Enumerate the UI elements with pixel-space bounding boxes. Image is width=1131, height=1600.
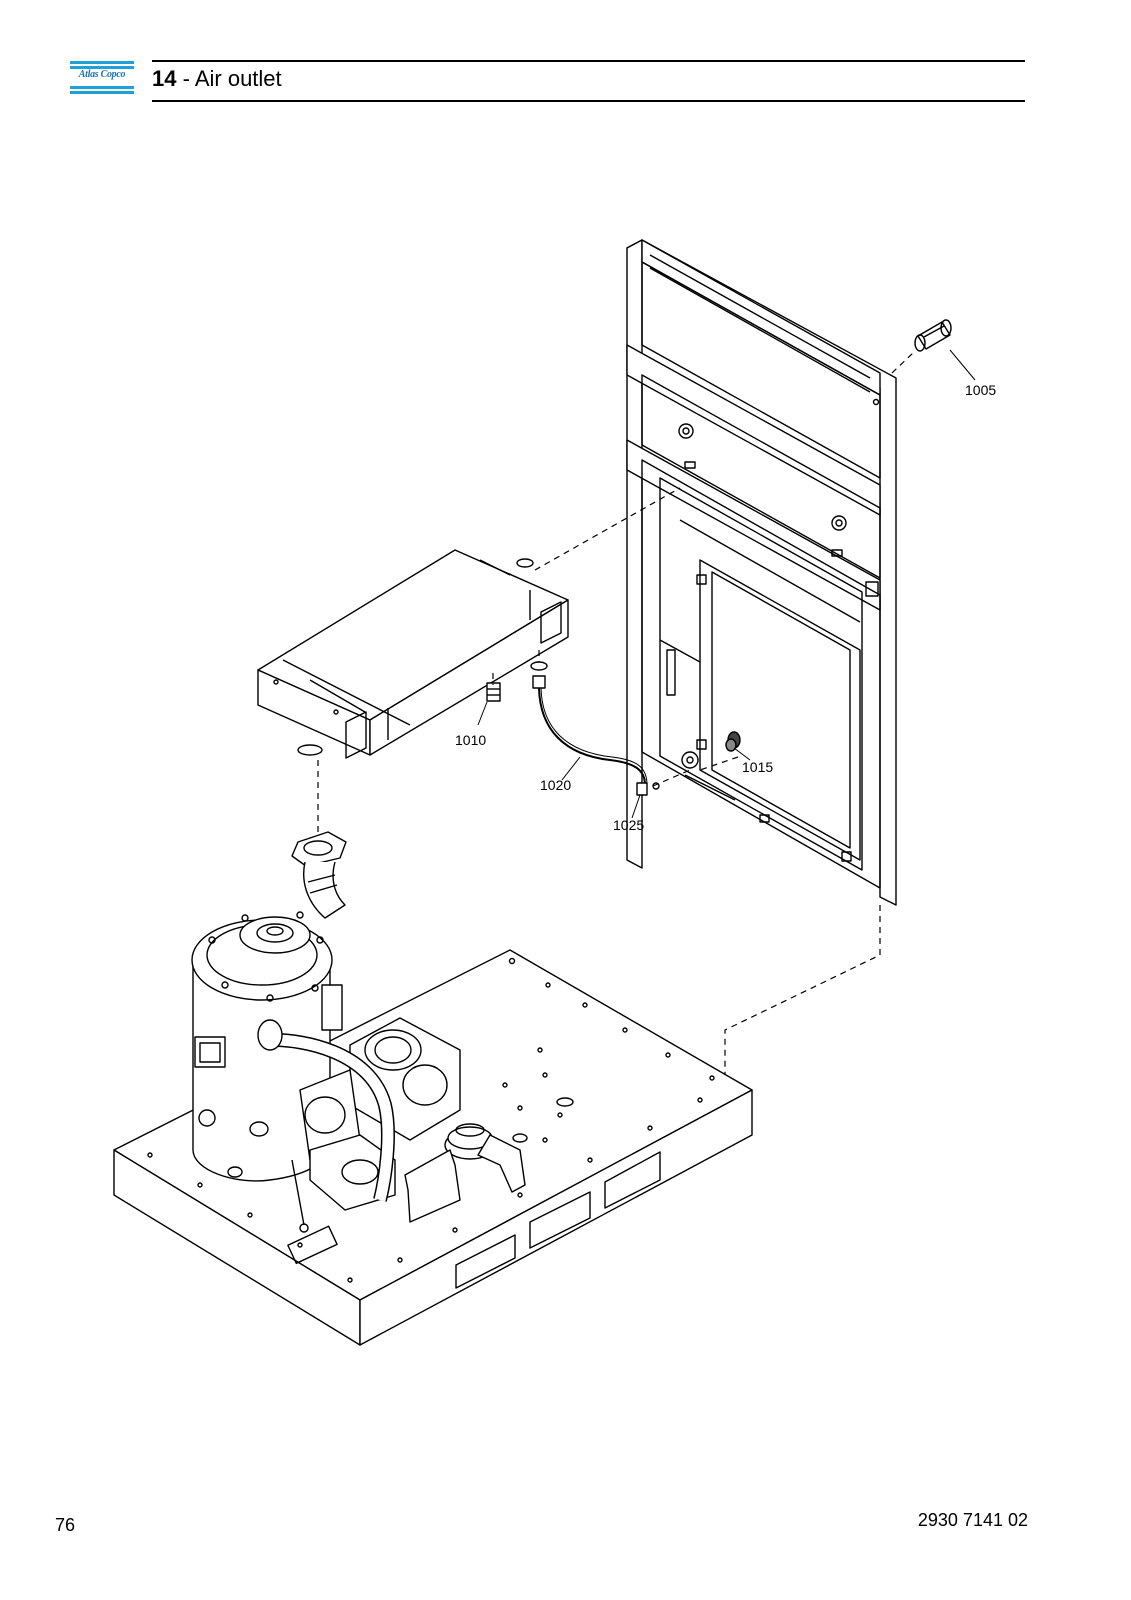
logo-wordmark: Atlas Copco bbox=[78, 69, 126, 80]
callout-1010: 1010 bbox=[455, 732, 486, 748]
page-number: 76 bbox=[55, 1515, 76, 1535]
rear-panel-frame bbox=[641, 459, 881, 889]
logo-stripe-bottom bbox=[70, 86, 134, 89]
elbow-pipe bbox=[291, 831, 347, 919]
atlas-copco-logo: Atlas Copco bbox=[70, 61, 134, 94]
fitting-1015 bbox=[725, 731, 741, 752]
callout-1005: 1005 bbox=[965, 382, 996, 398]
document-number: 2930 7141 02 bbox=[917, 1510, 1028, 1530]
muffler-box bbox=[257, 549, 569, 759]
logo-stripe-top-2 bbox=[70, 66, 134, 69]
header-rule-bottom bbox=[152, 100, 1025, 102]
compressor-element bbox=[257, 1017, 461, 1233]
assembly-lines bbox=[317, 350, 916, 1085]
section-title-text: Air outlet bbox=[194, 66, 282, 91]
logo-stripe-bottom-2 bbox=[70, 91, 134, 94]
leader-lines bbox=[477, 349, 976, 819]
rear-panel bbox=[626, 239, 897, 906]
fitting-1005 bbox=[914, 319, 952, 352]
vibration-mount bbox=[404, 1123, 526, 1223]
header-rule-top bbox=[152, 60, 1025, 62]
title-separator: - bbox=[176, 66, 195, 91]
fitting-1020-top bbox=[530, 661, 548, 689]
fitting-1010 bbox=[486, 682, 501, 702]
section-number: 14 bbox=[152, 66, 177, 91]
hose-1020 bbox=[538, 687, 648, 786]
logo-stripe-top bbox=[70, 61, 134, 64]
separator-tank bbox=[191, 911, 343, 1182]
callout-1025: 1025 bbox=[613, 817, 644, 833]
callout-1020: 1020 bbox=[540, 777, 571, 793]
callout-1015: 1015 bbox=[742, 759, 773, 775]
section-title: 14 - Air outlet bbox=[152, 66, 282, 92]
